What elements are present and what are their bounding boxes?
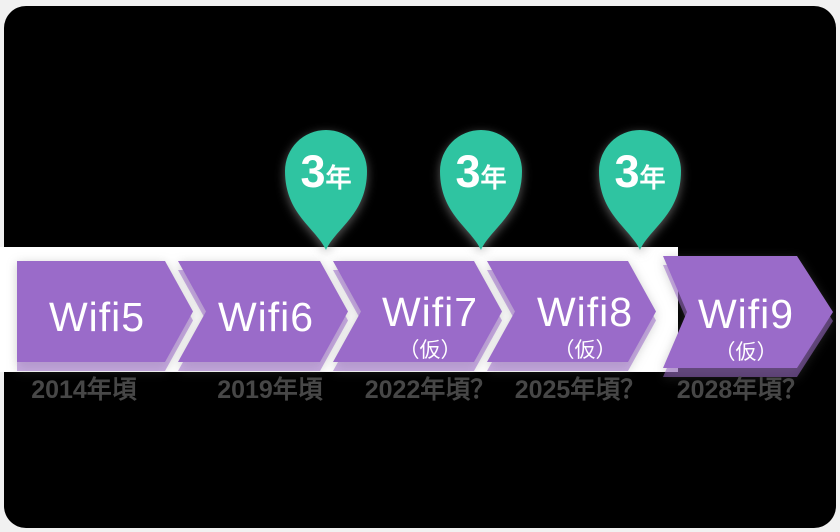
arrow-label-wifi6: Wifi6: [218, 294, 314, 340]
arrow-label-wifi5: Wifi5: [49, 294, 145, 340]
arrow-label-wifi8: Wifi8: [537, 289, 633, 335]
year-label-wifi9: 2028年頃？: [677, 375, 808, 404]
arrow-label-wifi9: Wifi9: [698, 291, 794, 337]
year-label-wifi7: 2022年頃？: [365, 375, 496, 404]
arrow-strip: [17, 256, 833, 368]
arrow-sublabel-wifi9: （仮）: [715, 341, 778, 364]
marker-pin-1: [285, 130, 367, 250]
marker-label-1: 3年: [300, 146, 351, 197]
marker-pin-3: [598, 129, 681, 250]
arrow-wifi5: [17, 261, 193, 362]
interval-markers: [285, 129, 681, 250]
arrow-label-wifi7: Wifi7: [382, 289, 478, 335]
year-label-wifi5: 2014年頃: [31, 375, 138, 404]
marker-label-2: 3年: [455, 146, 506, 197]
arrow-wifi9: [663, 256, 833, 368]
arrow-wifi8: [487, 261, 656, 362]
arrow-wifi7: [333, 261, 502, 362]
year-label-wifi8: 2025年頃？: [515, 375, 646, 404]
arrow-wifi6: [178, 261, 348, 362]
arrow-sublabel-wifi7: （仮）: [399, 339, 462, 362]
year-label-wifi6: 2019年頃: [217, 375, 324, 404]
marker-label-3: 3年: [614, 146, 665, 197]
arrow-sublabel-wifi8: （仮）: [554, 339, 617, 362]
marker-pin-2: [440, 130, 522, 250]
